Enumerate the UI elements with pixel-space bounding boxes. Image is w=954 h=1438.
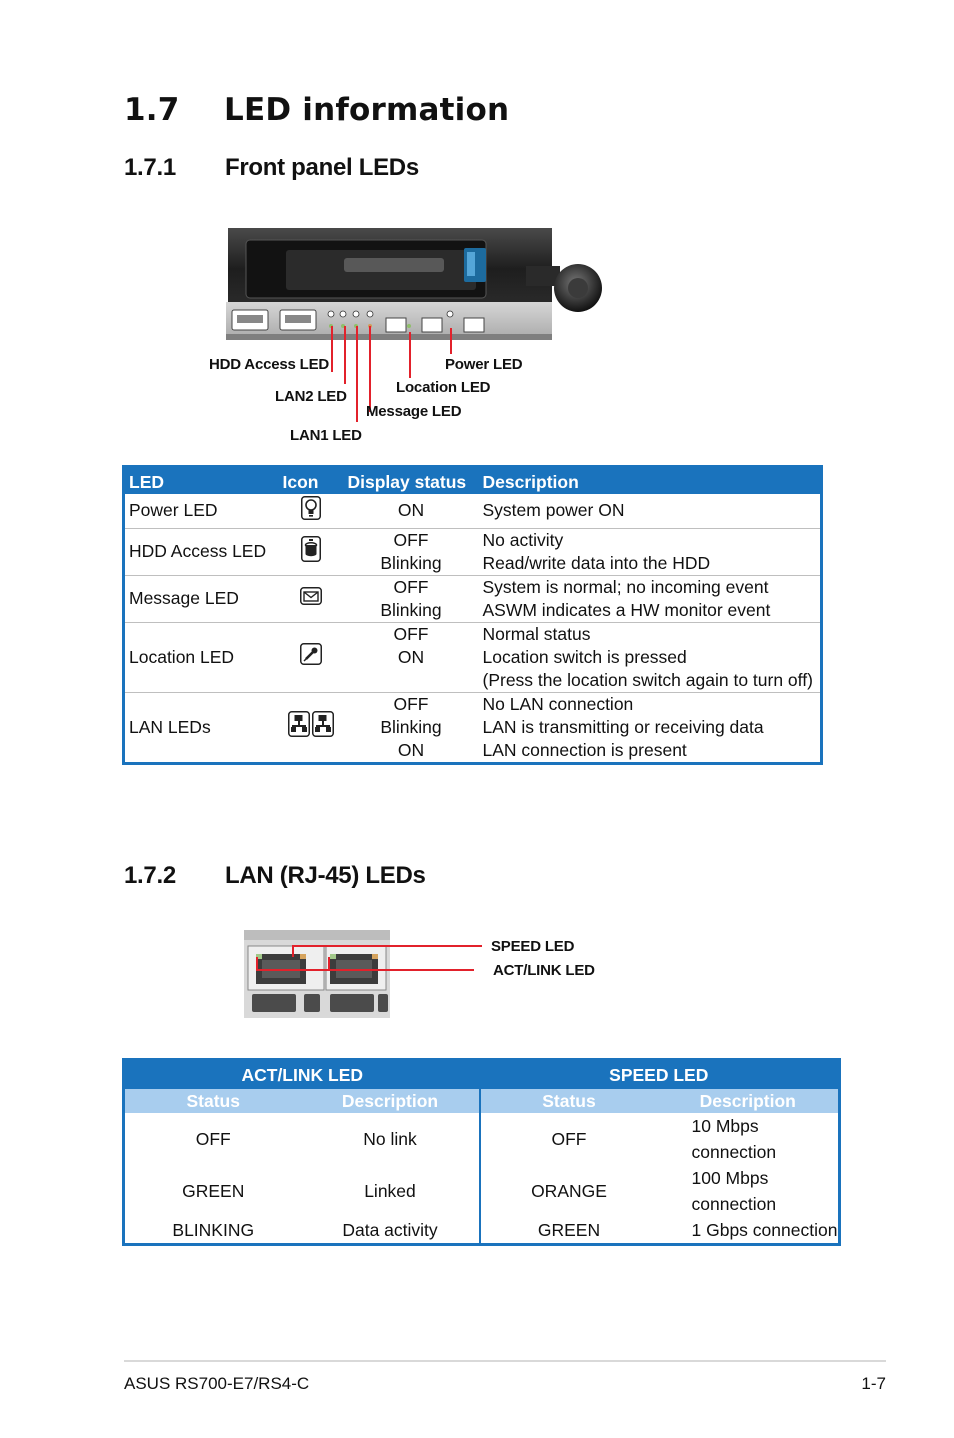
lan-leds-heading: 1.7.2 LAN (RJ-45) LEDs bbox=[124, 862, 426, 890]
led-name: Message LED bbox=[123, 574, 279, 622]
led-table-header: LED Icon Display status Description bbox=[123, 466, 822, 494]
status-value: OFF bbox=[393, 693, 429, 714]
status-value: OFF bbox=[393, 529, 429, 550]
actlink-description: Data activity bbox=[342, 1220, 438, 1240]
front-panel-led-table: LED Icon Display status Description Powe… bbox=[122, 465, 823, 765]
location-callout: Location LED bbox=[396, 379, 491, 396]
actlink-status: GREEN bbox=[182, 1181, 245, 1201]
speed-description: 1 Gbps connection bbox=[691, 1220, 838, 1240]
description-value: No LAN connection bbox=[482, 693, 634, 714]
description-value: ASWM indicates a HW monitor event bbox=[482, 599, 771, 620]
status-value: OFF bbox=[393, 623, 429, 644]
power-callout-line bbox=[450, 328, 452, 354]
actlink-callout-vertical bbox=[256, 957, 258, 971]
speed-status: ORANGE bbox=[478, 1165, 658, 1217]
message-icon bbox=[300, 586, 322, 605]
description-value: Location switch is pressed bbox=[482, 646, 687, 667]
led-name: Location LED bbox=[123, 621, 279, 692]
lan2-callout-line bbox=[344, 326, 346, 384]
hdd-icon bbox=[301, 535, 321, 562]
footer-rule bbox=[124, 1360, 886, 1362]
lan1-callout: LAN1 LED bbox=[290, 427, 362, 444]
table-row: GREEN Linked ORANGE 100 Mbps connection bbox=[124, 1165, 840, 1217]
actlink-status: BLINKING bbox=[172, 1220, 255, 1240]
description-value: (Press the location switch again to turn… bbox=[482, 669, 813, 690]
footer-page-number: 1-7 bbox=[861, 1374, 886, 1393]
speed-callout-vertical bbox=[292, 945, 294, 957]
description-value: LAN is transmitting or receiving data bbox=[482, 716, 764, 737]
header-icon: Icon bbox=[278, 466, 344, 494]
table-row: Power LED ON System power ON bbox=[124, 494, 822, 528]
message-callout: Message LED bbox=[366, 403, 462, 420]
speed-callout-line bbox=[292, 945, 482, 947]
status-value: Blinking bbox=[380, 599, 442, 620]
lan2-callout: LAN2 LED bbox=[275, 388, 347, 405]
lan-table-group-header: ACT/LINK LED SPEED LED bbox=[123, 1059, 840, 1089]
actlink-callout-vertical-2 bbox=[328, 957, 330, 971]
actlink-group-header: ACT/LINK LED bbox=[123, 1059, 480, 1089]
header-status: Display status bbox=[343, 466, 479, 494]
actlink-callout: ACT/LINK LED bbox=[493, 962, 595, 979]
section-title-text: LED information bbox=[224, 92, 510, 128]
speed-group-header: SPEED LED bbox=[479, 1059, 840, 1089]
power-callout: Power LED bbox=[445, 356, 523, 373]
speed-description: 100 Mbps connection bbox=[691, 1168, 777, 1214]
lan-table-sub-header: Status Description Status Description bbox=[123, 1089, 840, 1113]
message-callout-line bbox=[369, 326, 371, 412]
header-description: Description bbox=[478, 466, 822, 494]
front-panel-number: 1.7.1 bbox=[124, 154, 176, 181]
actlink-status: OFF bbox=[195, 1129, 231, 1149]
table-row: BLINKING Data activity GREEN 1 Gbps conn… bbox=[124, 1217, 840, 1245]
speed-callout: SPEED LED bbox=[491, 938, 575, 955]
status-value: ON bbox=[397, 646, 425, 667]
speed-description-header: Description bbox=[657, 1089, 840, 1113]
table-row: HDD Access LED OFF Blinking No activity … bbox=[123, 527, 822, 575]
description-value: Normal status bbox=[482, 623, 591, 644]
header-led: LED bbox=[123, 466, 279, 494]
description-value: No activity bbox=[482, 529, 564, 550]
speed-status-header: Status bbox=[478, 1089, 658, 1113]
speed-status: GREEN bbox=[478, 1217, 658, 1245]
status-value: OFF bbox=[393, 576, 429, 597]
section-number: 1.7 bbox=[124, 92, 180, 128]
led-name: HDD Access LED bbox=[123, 527, 279, 575]
lan1-callout-line bbox=[356, 326, 358, 422]
actlink-description: Linked bbox=[364, 1181, 416, 1201]
table-row: OFF No link OFF 10 Mbps connection bbox=[124, 1113, 840, 1165]
status-value: ON bbox=[397, 739, 425, 760]
front-panel-image bbox=[226, 228, 602, 340]
footer-product: ASUS RS700-E7/RS4-C bbox=[124, 1374, 310, 1393]
front-panel-title: Front panel LEDs bbox=[225, 154, 419, 181]
lan-leds-title: LAN (RJ-45) LEDs bbox=[225, 862, 426, 889]
section-title: 1.7 LED information bbox=[124, 92, 509, 128]
table-row: Message LED OFF Blinking System is norma… bbox=[123, 574, 822, 622]
location-callout-line bbox=[409, 332, 411, 378]
status-value: Blinking bbox=[380, 552, 442, 573]
table-row: LAN LEDs OFF bbox=[123, 691, 822, 763]
hdd-callout: HDD Access LED bbox=[209, 356, 330, 373]
description-value: LAN connection is present bbox=[482, 739, 687, 760]
actlink-callout-line bbox=[256, 969, 474, 971]
led-name: LAN LEDs bbox=[123, 691, 279, 763]
table-row: Location LED OFF ON Normal status Locati… bbox=[123, 621, 822, 692]
lan-led-table: ACT/LINK LED SPEED LED Status Descriptio… bbox=[122, 1058, 841, 1246]
description-value: Read/write data into the HDD bbox=[482, 552, 711, 573]
actlink-description-header: Description bbox=[301, 1089, 480, 1113]
hdd-callout-line bbox=[331, 326, 333, 372]
front-panel-heading: 1.7.1 Front panel LEDs bbox=[124, 154, 419, 182]
description-value: System power ON bbox=[482, 500, 625, 521]
actlink-status-header: Status bbox=[123, 1089, 302, 1113]
actlink-description: No link bbox=[363, 1129, 417, 1149]
rj45-port-image bbox=[244, 930, 390, 1018]
speed-description: 10 Mbps connection bbox=[691, 1116, 777, 1162]
description-value: System is normal; no incoming event bbox=[482, 576, 769, 597]
lan-leds-number: 1.7.2 bbox=[124, 862, 176, 889]
lan-icon bbox=[288, 711, 334, 737]
speed-status: OFF bbox=[478, 1113, 658, 1165]
location-icon bbox=[300, 643, 322, 665]
led-name: Power LED bbox=[129, 500, 218, 521]
lightbulb-icon bbox=[301, 495, 321, 520]
status-value: Blinking bbox=[380, 716, 442, 737]
status-value: ON bbox=[397, 500, 425, 521]
